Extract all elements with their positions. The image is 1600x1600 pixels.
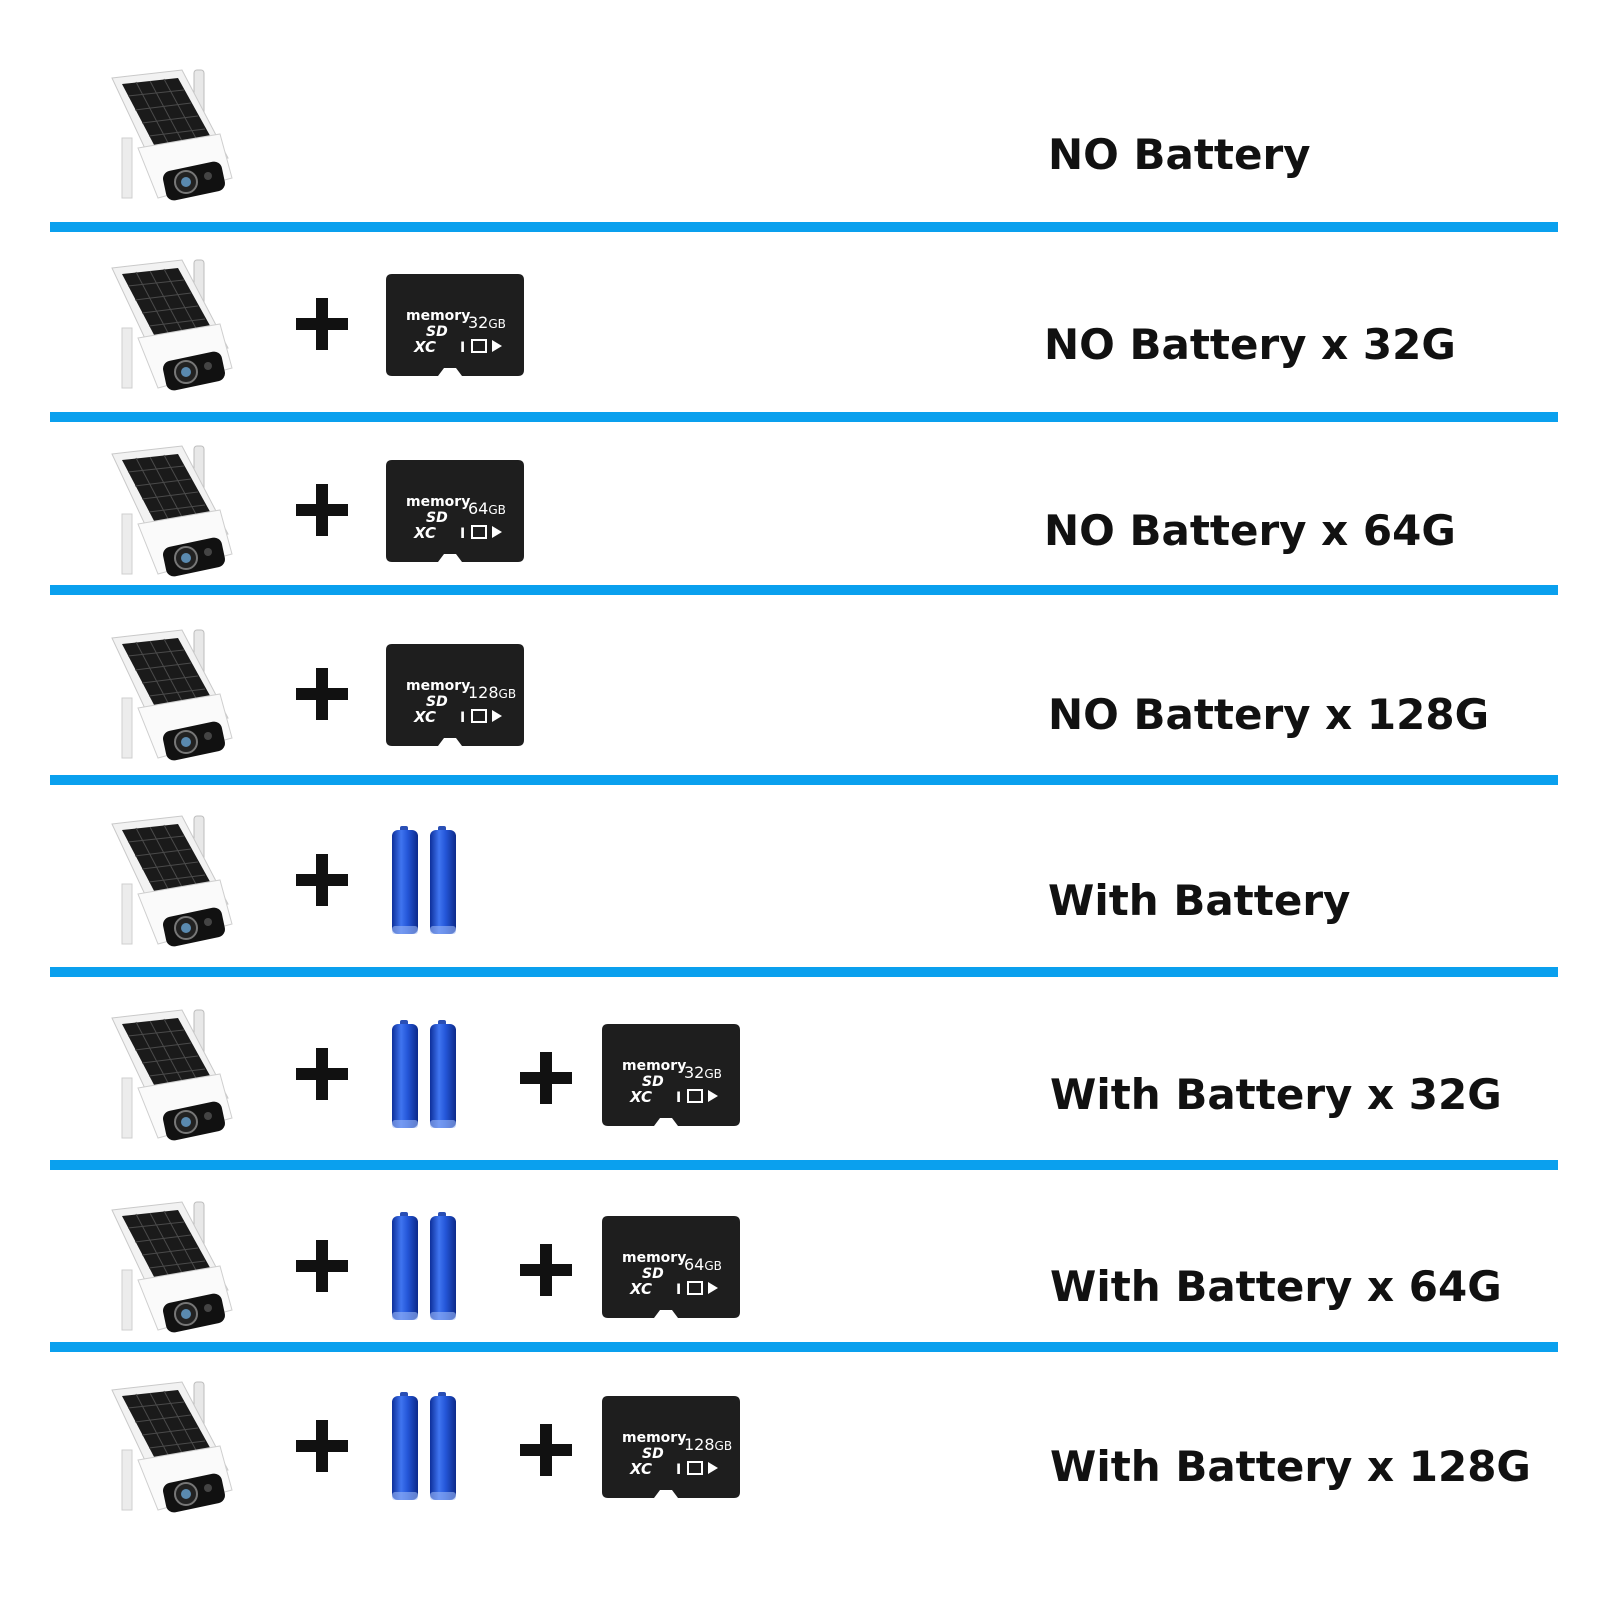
sd-capacity: 32 xyxy=(684,1063,704,1082)
plus-icon xyxy=(520,1244,572,1296)
sd-class-text: I xyxy=(460,710,465,726)
row-divider xyxy=(50,775,1558,785)
sd-capacity: 64 xyxy=(468,499,488,518)
sd-class-text: I xyxy=(676,1462,681,1478)
sd-unit: GB xyxy=(704,1067,722,1081)
sd-memory-text: memory xyxy=(406,678,470,694)
option-label: With Battery x 32G xyxy=(1050,1070,1502,1119)
plus-icon xyxy=(296,1420,348,1472)
sd-xc-text: XC xyxy=(629,1280,652,1298)
battery-icon xyxy=(392,826,456,934)
sd-capacity: 128 xyxy=(468,683,499,702)
sd-unit: GB xyxy=(715,1439,733,1453)
sd-xc-text: XC xyxy=(629,1088,652,1106)
plus-icon xyxy=(296,298,348,350)
sd-memory-text: memory xyxy=(622,1430,686,1446)
sd-memory-text: memory xyxy=(406,308,470,324)
sd-logo-text: SD xyxy=(426,510,448,526)
sd-capacity-text: 64GB xyxy=(468,499,506,518)
solar-camera-icon xyxy=(111,445,233,577)
option-label: With Battery x 64G xyxy=(1050,1262,1502,1311)
solar-camera-icon xyxy=(111,1201,233,1333)
option-row: With Battery xyxy=(0,806,1600,956)
sd-unit: GB xyxy=(499,687,517,701)
sd-logo-text: SD xyxy=(426,324,448,340)
option-label: NO Battery xyxy=(1048,130,1311,179)
battery-icon xyxy=(392,1212,456,1320)
battery-icon xyxy=(392,1392,456,1500)
row-divider xyxy=(50,1342,1558,1352)
sd-logo-text: SD xyxy=(642,1074,664,1090)
sd-capacity: 128 xyxy=(684,1435,715,1454)
sd-capacity: 64 xyxy=(684,1255,704,1274)
option-label: With Battery xyxy=(1048,876,1351,925)
row-divider xyxy=(50,967,1558,977)
sd-class-text: I xyxy=(460,340,465,356)
solar-camera-icon xyxy=(111,1381,233,1513)
battery-icon xyxy=(392,1020,456,1128)
sd-memory-text: memory xyxy=(622,1058,686,1074)
sd-capacity: 32 xyxy=(468,313,488,332)
sd-xc-text: XC xyxy=(413,338,436,356)
option-row: NO Battery xyxy=(0,60,1600,210)
sd-unit: GB xyxy=(704,1259,722,1273)
plus-icon xyxy=(520,1052,572,1104)
row-divider xyxy=(50,412,1558,422)
sd-capacity-text: 32GB xyxy=(684,1063,722,1082)
row-divider xyxy=(50,1160,1558,1170)
sd-class-text: I xyxy=(676,1282,681,1298)
plus-icon xyxy=(520,1424,572,1476)
row-divider xyxy=(50,222,1558,232)
sd-memory-text: memory xyxy=(622,1250,686,1266)
sd-logo-text: SD xyxy=(642,1266,664,1282)
solar-camera-icon xyxy=(111,259,233,391)
sd-capacity-text: 64GB xyxy=(684,1255,722,1274)
option-label: NO Battery x 32G xyxy=(1044,320,1456,369)
sd-unit: GB xyxy=(488,317,506,331)
plus-icon xyxy=(296,668,348,720)
solar-camera-icon xyxy=(111,69,233,201)
option-label: NO Battery x 128G xyxy=(1048,690,1490,739)
plus-icon xyxy=(296,1240,348,1292)
row-divider xyxy=(50,585,1558,595)
sd-capacity-text: 32GB xyxy=(468,313,506,332)
solar-camera-icon xyxy=(111,629,233,761)
sd-class-text: I xyxy=(460,526,465,542)
sd-capacity-text: 128GB xyxy=(684,1435,732,1454)
plus-icon xyxy=(296,854,348,906)
solar-camera-icon xyxy=(111,815,233,947)
plus-icon xyxy=(296,484,348,536)
option-label: NO Battery x 64G xyxy=(1044,506,1456,555)
sd-logo-text: SD xyxy=(426,694,448,710)
option-label: With Battery x 128G xyxy=(1050,1442,1531,1491)
sd-memory-text: memory xyxy=(406,494,470,510)
solar-camera-icon xyxy=(111,1009,233,1141)
sd-class-text: I xyxy=(676,1090,681,1106)
sd-unit: GB xyxy=(488,503,506,517)
sd-capacity-text: 128GB xyxy=(468,683,516,702)
plus-icon xyxy=(296,1048,348,1100)
sd-xc-text: XC xyxy=(413,708,436,726)
sd-logo-text: SD xyxy=(642,1446,664,1462)
sd-xc-text: XC xyxy=(413,524,436,542)
sd-xc-text: XC xyxy=(629,1460,652,1478)
